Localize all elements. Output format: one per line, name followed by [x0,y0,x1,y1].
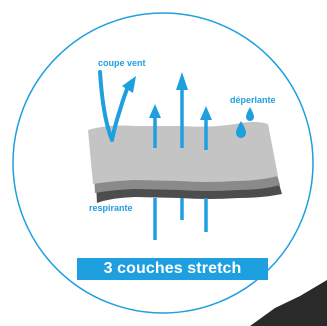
label-coupe-vent: coupe vent [98,59,146,68]
banner: 3 couches stretch [77,258,268,280]
label-deperlante: déperlante [230,96,276,105]
label-respirante: respirante [89,204,133,213]
banner-text: 3 couches stretch [104,260,242,278]
dark-corner-shape [250,280,327,326]
